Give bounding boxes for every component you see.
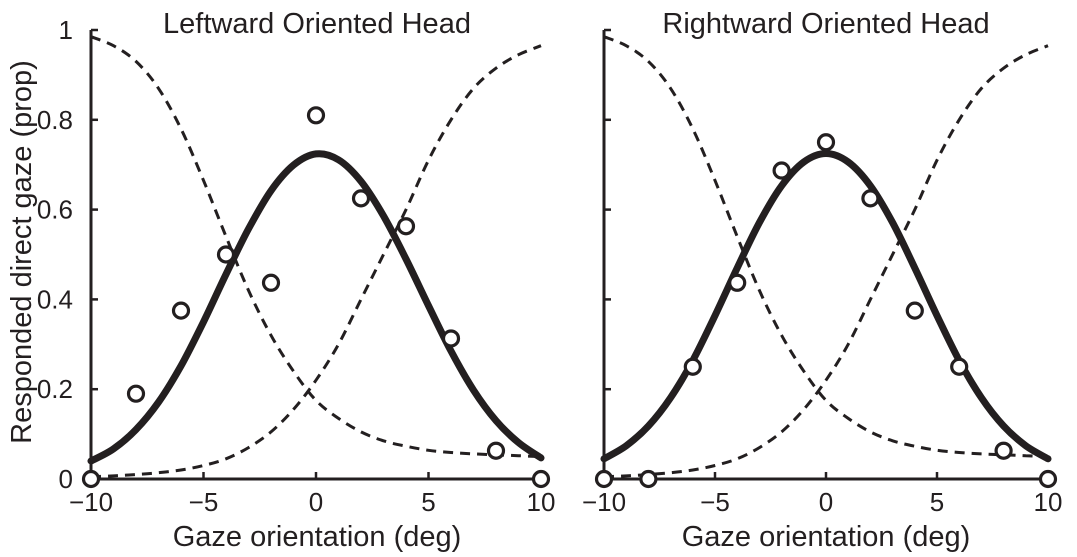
x-tick-label: 5 <box>930 487 944 517</box>
x-axis-label-rightward: Gaze orientation (deg) <box>682 521 971 553</box>
dashed-curve <box>90 44 542 479</box>
fitted-curve <box>600 149 1052 463</box>
panel-title-leftward: Leftward Oriented Head <box>163 8 471 40</box>
data-point <box>594 469 614 489</box>
y-tick-label: 1 <box>59 15 73 45</box>
data-point <box>486 441 506 460</box>
dashed-curve <box>90 35 542 459</box>
data-point <box>905 301 924 320</box>
data-point <box>126 384 146 403</box>
data-point <box>950 357 969 376</box>
fitted-curve <box>87 150 545 465</box>
x-axis-label-leftward: Gaze orientation (deg) <box>173 521 462 553</box>
data-point <box>171 301 191 320</box>
data-point <box>216 245 236 264</box>
data-point <box>861 189 880 208</box>
data-point <box>728 273 747 292</box>
data-point <box>531 469 551 489</box>
data-point <box>994 441 1013 460</box>
y-tick-label: 0.8 <box>37 105 73 135</box>
data-point <box>816 133 836 152</box>
data-point <box>1038 469 1058 489</box>
y-tick-label: 0.2 <box>37 374 73 404</box>
x-tick-label: −5 <box>189 487 219 517</box>
dashed-curve <box>603 44 1049 479</box>
y-tick-label: 0 <box>59 464 73 494</box>
data-point <box>639 469 658 489</box>
dashed-curve <box>603 35 1049 459</box>
x-tick-label: 0 <box>819 487 833 517</box>
data-point <box>441 329 461 348</box>
x-tick-label: 0 <box>309 487 323 517</box>
data-point <box>351 189 371 208</box>
y-tick-label: 0.6 <box>37 195 73 225</box>
data-point <box>306 106 326 125</box>
x-tick-label: 10 <box>1034 487 1063 517</box>
y-axis-label: Responded direct gaze (prop) <box>6 60 38 444</box>
x-tick-label: −5 <box>700 487 730 517</box>
y-tick-label: 0.4 <box>37 284 73 314</box>
x-tick-label: 5 <box>421 487 435 517</box>
data-point <box>772 161 791 180</box>
x-tick-label: −10 <box>582 487 626 517</box>
panel-rightward: Rightward Oriented Head Gaze orientation… <box>582 8 1063 553</box>
panel-title-rightward: Rightward Oriented Head <box>662 8 989 40</box>
data-point <box>396 217 416 236</box>
data-point <box>81 469 101 489</box>
x-tick-label: −10 <box>69 487 113 517</box>
data-point <box>683 357 702 376</box>
data-point <box>261 273 281 292</box>
panel-leftward: Leftward Oriented Head Gaze orientation … <box>6 8 555 553</box>
x-tick-label: 10 <box>527 487 556 517</box>
